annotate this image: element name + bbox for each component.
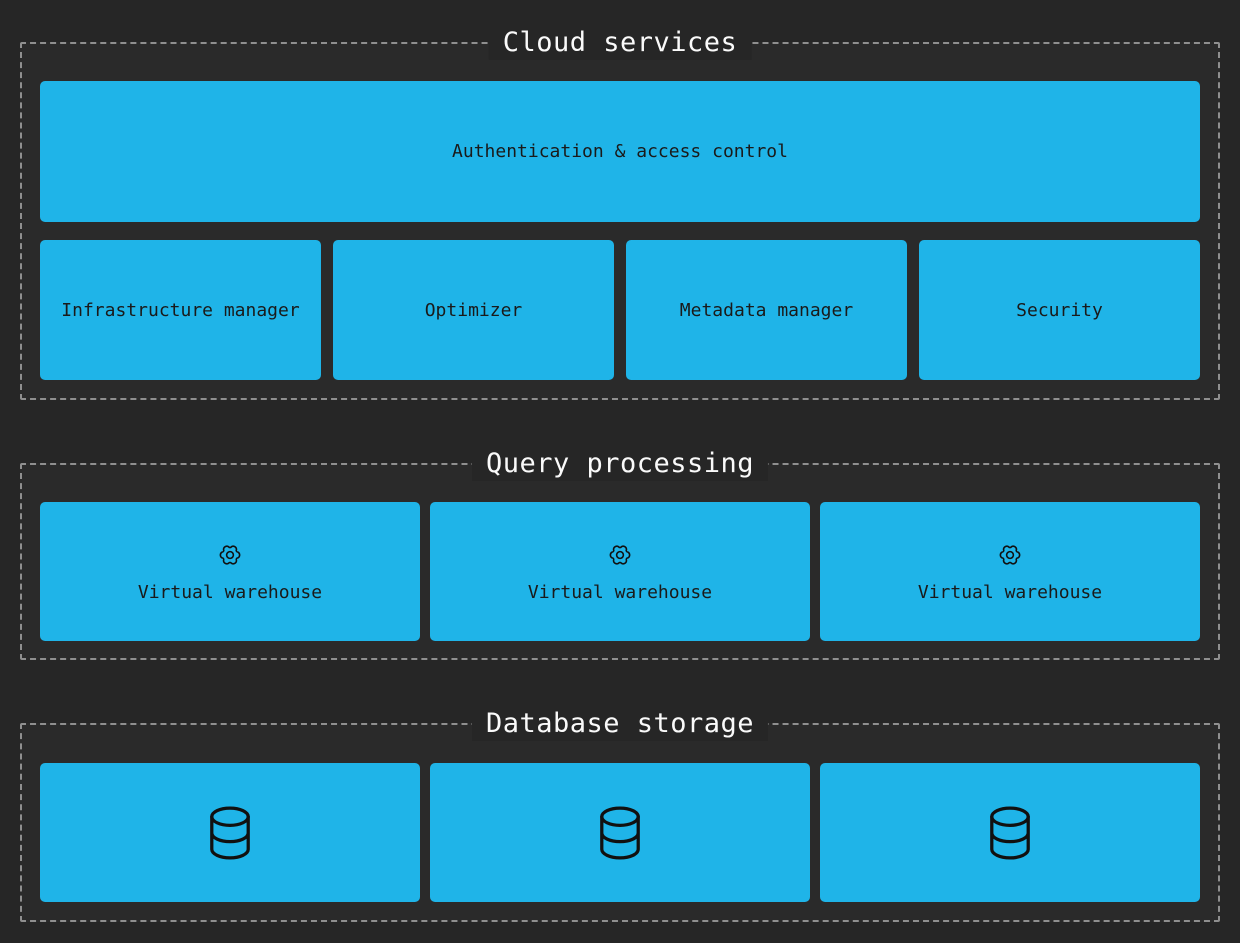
database-box [430,763,810,902]
database-icon [597,805,643,861]
database-icon [987,805,1033,861]
box-label: Metadata manager [679,299,854,321]
cloud-services-row-bottom: Infrastructure manager Optimizer Metadat… [40,240,1200,380]
database-box [820,763,1200,902]
gear-icon [605,540,635,570]
section-title: Cloud services [488,25,752,60]
gear-icon [995,540,1025,570]
section-query-processing: Query processing Virtual warehouse [20,446,1220,660]
auth-access-control-box: Authentication & access control [40,81,1200,222]
infrastructure-manager-box: Infrastructure manager [40,240,321,380]
database-icon [207,805,253,861]
box-label: Security [1016,299,1103,321]
box-label: Virtual warehouse [137,582,323,603]
security-box: Security [919,240,1200,380]
virtual-warehouse-box: Virtual warehouse [820,502,1200,641]
virtual-warehouse-box: Virtual warehouse [40,502,420,641]
database-box [40,763,420,902]
section-cloud-services: Cloud services Authentication & access c… [20,25,1220,400]
database-storage-row [40,763,1200,902]
box-label: Infrastructure manager [61,299,300,321]
cloud-services-row-top: Authentication & access control [40,81,1200,222]
box-label: Authentication & access control [452,141,788,162]
gear-icon [215,540,245,570]
section-title: Database storage [471,706,769,741]
box-label: Virtual warehouse [917,582,1103,603]
box-label: Optimizer [424,299,523,321]
query-processing-row: Virtual warehouse Virtual warehouse [40,502,1200,641]
section-database-storage: Database storage [20,706,1220,922]
section-title: Query processing [471,446,769,481]
box-label: Virtual warehouse [527,582,713,603]
virtual-warehouse-box: Virtual warehouse [430,502,810,641]
optimizer-box: Optimizer [333,240,614,380]
metadata-manager-box: Metadata manager [626,240,907,380]
